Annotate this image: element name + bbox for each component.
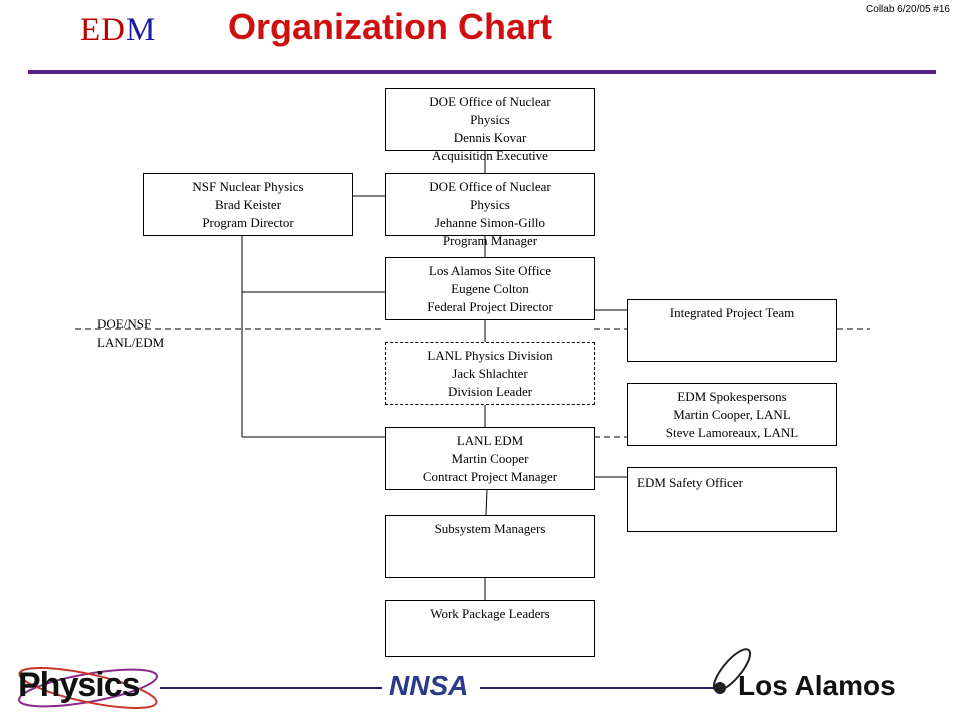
box-lanl-edm: LANL EDM Martin Cooper Contract Project … — [385, 427, 595, 490]
divider-label-lanl-edm: LANL/EDM — [97, 335, 165, 350]
box-line: Jehanne Simon-Gillo — [434, 215, 546, 230]
box-line: NSF Nuclear Physics — [192, 179, 304, 194]
los-alamos-logo: Los Alamos — [700, 640, 900, 715]
box-line: Contract Project Manager — [422, 469, 558, 484]
box-line: Division Leader — [447, 384, 533, 399]
slide-id-label: Collab 6/20/05 #16 — [866, 4, 950, 15]
los-alamos-logo-text: Los Alamos — [738, 670, 896, 701]
box-line: Martin Cooper, LANL — [673, 407, 791, 422]
physics-logo: Physics — [10, 660, 160, 715]
los-alamos-atom-icon — [712, 648, 752, 694]
box-line: Los Alamos Site Office — [428, 263, 552, 278]
edm-logo: EDM — [80, 12, 156, 49]
divider-label-doe-nsf: DOE/NSF — [97, 316, 152, 331]
box-line: Physics — [470, 197, 510, 212]
box-los-alamos-site-office: Los Alamos Site Office Eugene Colton Fed… — [385, 257, 595, 320]
box-line: Eugene Colton — [451, 281, 529, 296]
box-line: Work Package Leaders — [430, 606, 550, 621]
box-line: Martin Cooper — [451, 451, 529, 466]
box-line: Federal Project Director — [427, 299, 553, 314]
physics-logo-text: Physics — [18, 666, 141, 704]
box-lanl-physics-division: LANL Physics Division Jack Shlachter Div… — [385, 342, 595, 405]
box-line: Steve Lamoreaux, LANL — [665, 425, 799, 440]
edm-logo-text-2: M — [126, 12, 157, 48]
box-line: Integrated Project Team — [669, 305, 795, 320]
physics-atom-icon — [18, 667, 158, 709]
box-nsf-program-director: NSF Nuclear Physics Brad Keister Program… — [143, 173, 353, 236]
box-line: LANL Physics Division — [427, 348, 553, 363]
box-line: Jack Shlachter — [452, 366, 528, 381]
box-edm-safety-officer: EDM Safety Officer — [627, 467, 837, 532]
box-doe-acquisition-executive: DOE Office of Nuclear Physics Dennis Kov… — [385, 88, 595, 163]
nnsa-logo: NNSA — [385, 668, 485, 708]
nnsa-logo-text: NNSA — [389, 670, 469, 701]
box-doe-program-manager: DOE Office of Nuclear Physics Jehanne Si… — [385, 173, 595, 248]
edm-logo-text-1: ED — [80, 12, 126, 48]
box-subsystem-managers: Subsystem Managers — [385, 515, 595, 578]
box-line: Brad Keister — [214, 197, 282, 212]
line-edm-subsys — [485, 488, 488, 516]
box-edm-spokespersons: EDM Spokespersons Martin Cooper, LANL St… — [627, 383, 837, 446]
box-line: Program Director — [202, 215, 294, 230]
box-line: Subsystem Managers — [434, 521, 546, 536]
box-line: DOE Office of Nuclear — [429, 179, 551, 194]
box-line: Dennis Kovar — [453, 130, 527, 145]
box-line: EDM Safety Officer — [637, 475, 743, 490]
box-line: Program Manager — [442, 233, 538, 248]
title-rule — [28, 70, 936, 74]
box-line: Physics — [470, 112, 510, 127]
box-work-package-leaders: Work Package Leaders — [385, 600, 595, 657]
box-line: LANL EDM — [456, 433, 524, 448]
box-integrated-project-team: Integrated Project Team — [627, 299, 837, 362]
box-line: EDM Spokespersons — [677, 389, 787, 404]
box-line: Acquisition Executive — [432, 148, 548, 163]
box-line: DOE Office of Nuclear — [429, 94, 551, 109]
page-title: Organization Chart — [228, 6, 553, 47]
